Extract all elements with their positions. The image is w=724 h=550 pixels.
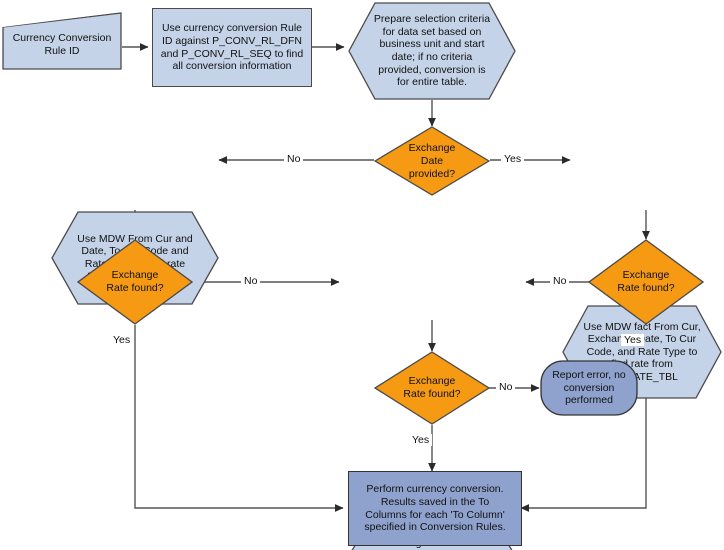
node-label: Exchange Date provided?: [408, 141, 456, 180]
hexagon-shape: [348, 2, 516, 100]
diamond-shape: [77, 239, 193, 325]
node-perform-conversion[interactable]: Perform currency conversion. Results sav…: [348, 471, 522, 546]
edge-label-center-yes: Yes: [409, 434, 433, 446]
node-label: Exchange Rate found?: [403, 375, 461, 400]
node-currency-conversion-rule-id[interactable]: Currency Conversion Rule ID: [2, 12, 122, 70]
node-exchange-rate-found-left[interactable]: Exchange Rate found?: [77, 239, 193, 325]
edge-label-right-yes: Yes: [621, 334, 645, 346]
node-label: Use currency conversion Rule ID against …: [160, 22, 304, 73]
edge-label-date-no: No: [284, 153, 304, 165]
node-exchange-date-provided[interactable]: Exchange Date provided?: [374, 126, 490, 196]
node-exchange-rate-found-center[interactable]: Exchange Rate found?: [374, 351, 490, 425]
node-label: Perform currency conversion. Results sav…: [364, 483, 506, 534]
manual-input-shape: [2, 12, 122, 70]
node-exchange-rate-found-right[interactable]: Exchange Rate found?: [588, 239, 704, 325]
node-label: Exchange Rate found?: [617, 269, 675, 294]
node-label: Currency Conversion Rule ID: [12, 31, 112, 57]
edge-label-right-no: No: [550, 275, 570, 287]
edge-label-date-yes: Yes: [501, 153, 525, 165]
diamond-shape: [588, 239, 704, 325]
node-use-currency-conversion-rule-id[interactable]: Use currency conversion Rule ID against …: [152, 8, 312, 87]
edge-label-center-no: No: [496, 381, 516, 393]
node-label: Report error, no conversion performed: [552, 369, 626, 407]
node-label: Exchange Rate found?: [106, 269, 164, 294]
node-prepare-selection-criteria[interactable]: Prepare selection criteria for data set …: [348, 2, 516, 100]
edge-label-left-no: No: [241, 275, 261, 287]
node-label: Prepare selection criteria for data set …: [373, 13, 491, 89]
diamond-shape: [374, 126, 490, 196]
diamond-shape: [374, 351, 490, 425]
node-report-error[interactable]: Report error, no conversion performed: [540, 360, 638, 416]
edge-label-left-yes: Yes: [110, 334, 134, 346]
